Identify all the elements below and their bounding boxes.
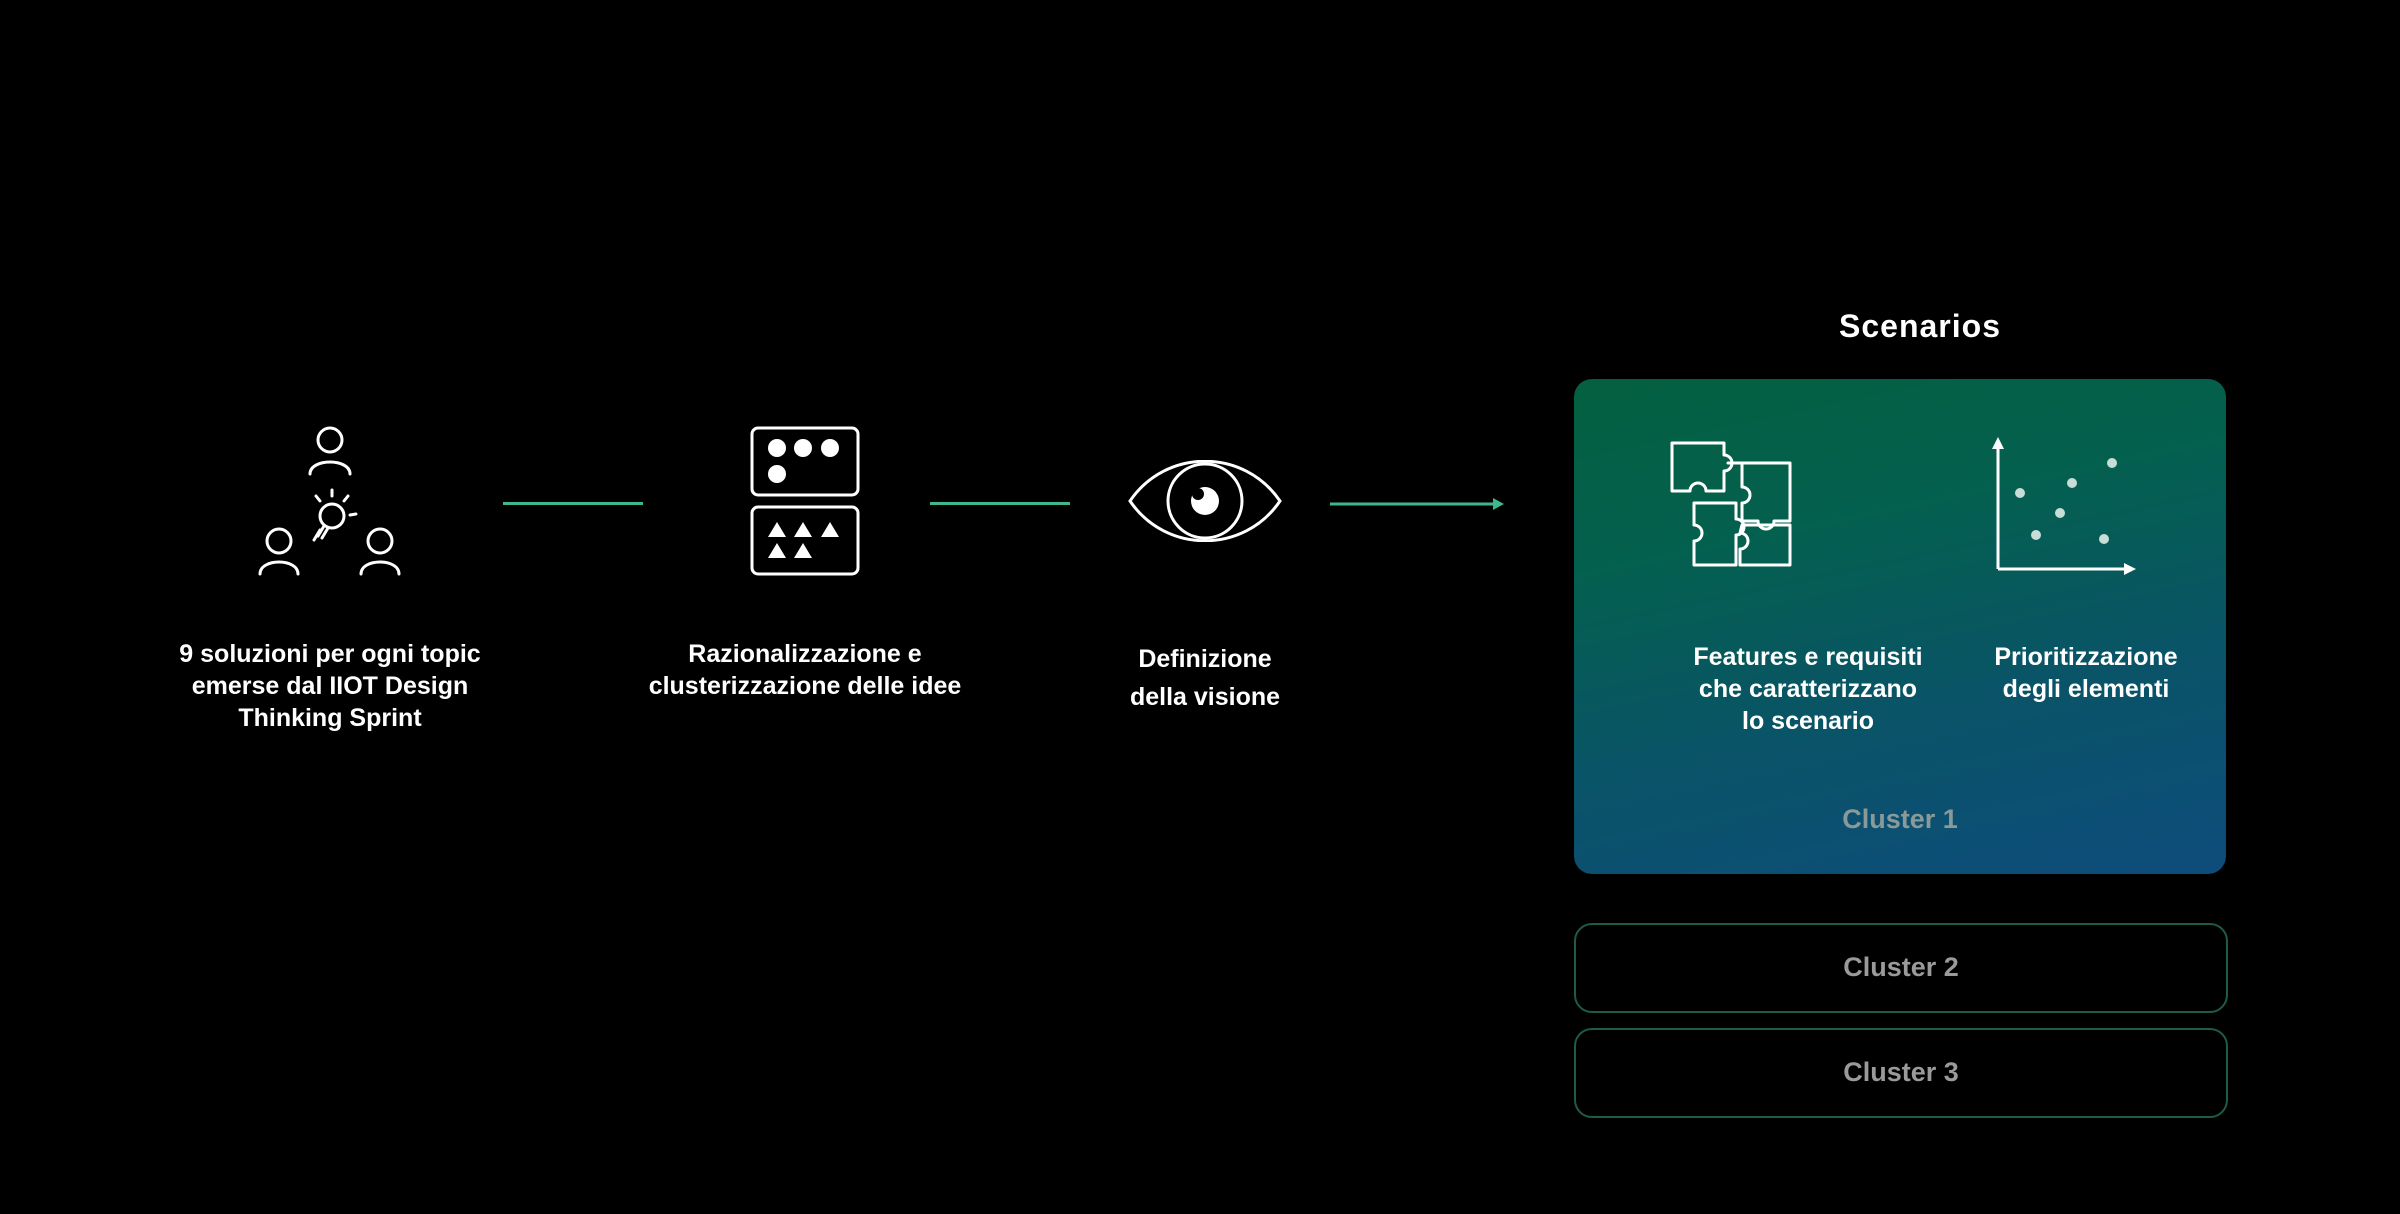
cluster-2-label: Cluster 2	[1843, 952, 1959, 982]
people-idea-icon	[258, 426, 401, 576]
connector-line-2	[930, 502, 1070, 505]
scatter-plot-icon	[1992, 437, 2136, 575]
cluster-card-2[interactable]: Cluster 2	[1574, 923, 2228, 1013]
cluster-card-3[interactable]: Cluster 3	[1574, 1028, 2228, 1118]
step-label-3: Definizione della visione	[1129, 645, 1281, 711]
step-label-1: 9 soluzioni per ogni topic emerse dal II…	[179, 640, 481, 732]
eye-icon	[1128, 460, 1282, 542]
step-label-2: Razionalizzazione e clusterizzazione del…	[648, 640, 962, 700]
features-label: Features e requisiti che caratterizzano …	[1693, 643, 1923, 735]
prioritization-label: Prioritizzazione degli elementi	[1994, 643, 2178, 703]
connector-arrow-3	[1330, 498, 1504, 510]
cluster-1-label: Cluster 1	[1842, 804, 1958, 834]
cluster-card-1[interactable]: Features e requisiti che caratterizzano …	[1574, 379, 2226, 874]
grouped-shapes-icon	[750, 426, 860, 576]
cluster-3-label: Cluster 3	[1843, 1057, 1959, 1087]
connector-line-1	[503, 502, 643, 505]
scenarios-title: Scenarios	[1839, 308, 2001, 344]
puzzle-icon	[1670, 441, 1792, 567]
